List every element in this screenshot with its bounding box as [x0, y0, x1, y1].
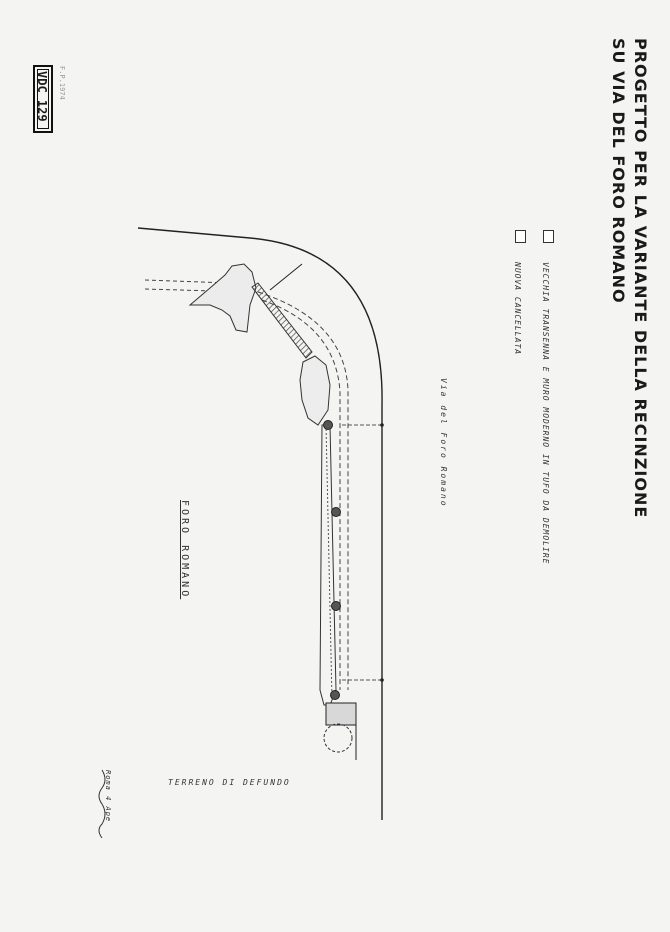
fence-line-outer	[257, 291, 349, 690]
vertical-wall	[319, 424, 337, 706]
vertical-wall-hatch	[325, 424, 333, 701]
left-boundary-inner	[144, 288, 216, 292]
dimension-line	[269, 263, 303, 291]
street-label: Via del Foro Romano	[439, 378, 448, 508]
fence-post	[331, 507, 341, 517]
dimension-tick	[380, 423, 384, 427]
signature-text: Roma 4 Ape	[104, 770, 112, 823]
fence-line-inner	[261, 299, 341, 690]
road-edge-line	[137, 227, 383, 820]
signature-scribble	[98, 769, 106, 839]
ruin-boulder	[299, 355, 331, 426]
ruin-wall-left	[188, 263, 257, 333]
archive-stamp-inner-border	[37, 69, 49, 129]
area-label: FORO ROMANO	[179, 500, 190, 600]
fence-post	[323, 420, 333, 430]
archive-stamp: VDC 129	[33, 65, 53, 133]
land-label: TERRENO DI DEFUNDO	[168, 778, 291, 787]
gate-pier	[325, 702, 357, 726]
legend-swatch-new-fence	[515, 230, 526, 243]
hatched-wall-segment	[251, 282, 313, 359]
dimension-tick	[380, 678, 384, 682]
fence-post	[331, 601, 341, 611]
gate-swing-arc	[323, 723, 353, 753]
fence-post	[330, 690, 340, 700]
legend-swatch-demolish	[543, 230, 554, 243]
